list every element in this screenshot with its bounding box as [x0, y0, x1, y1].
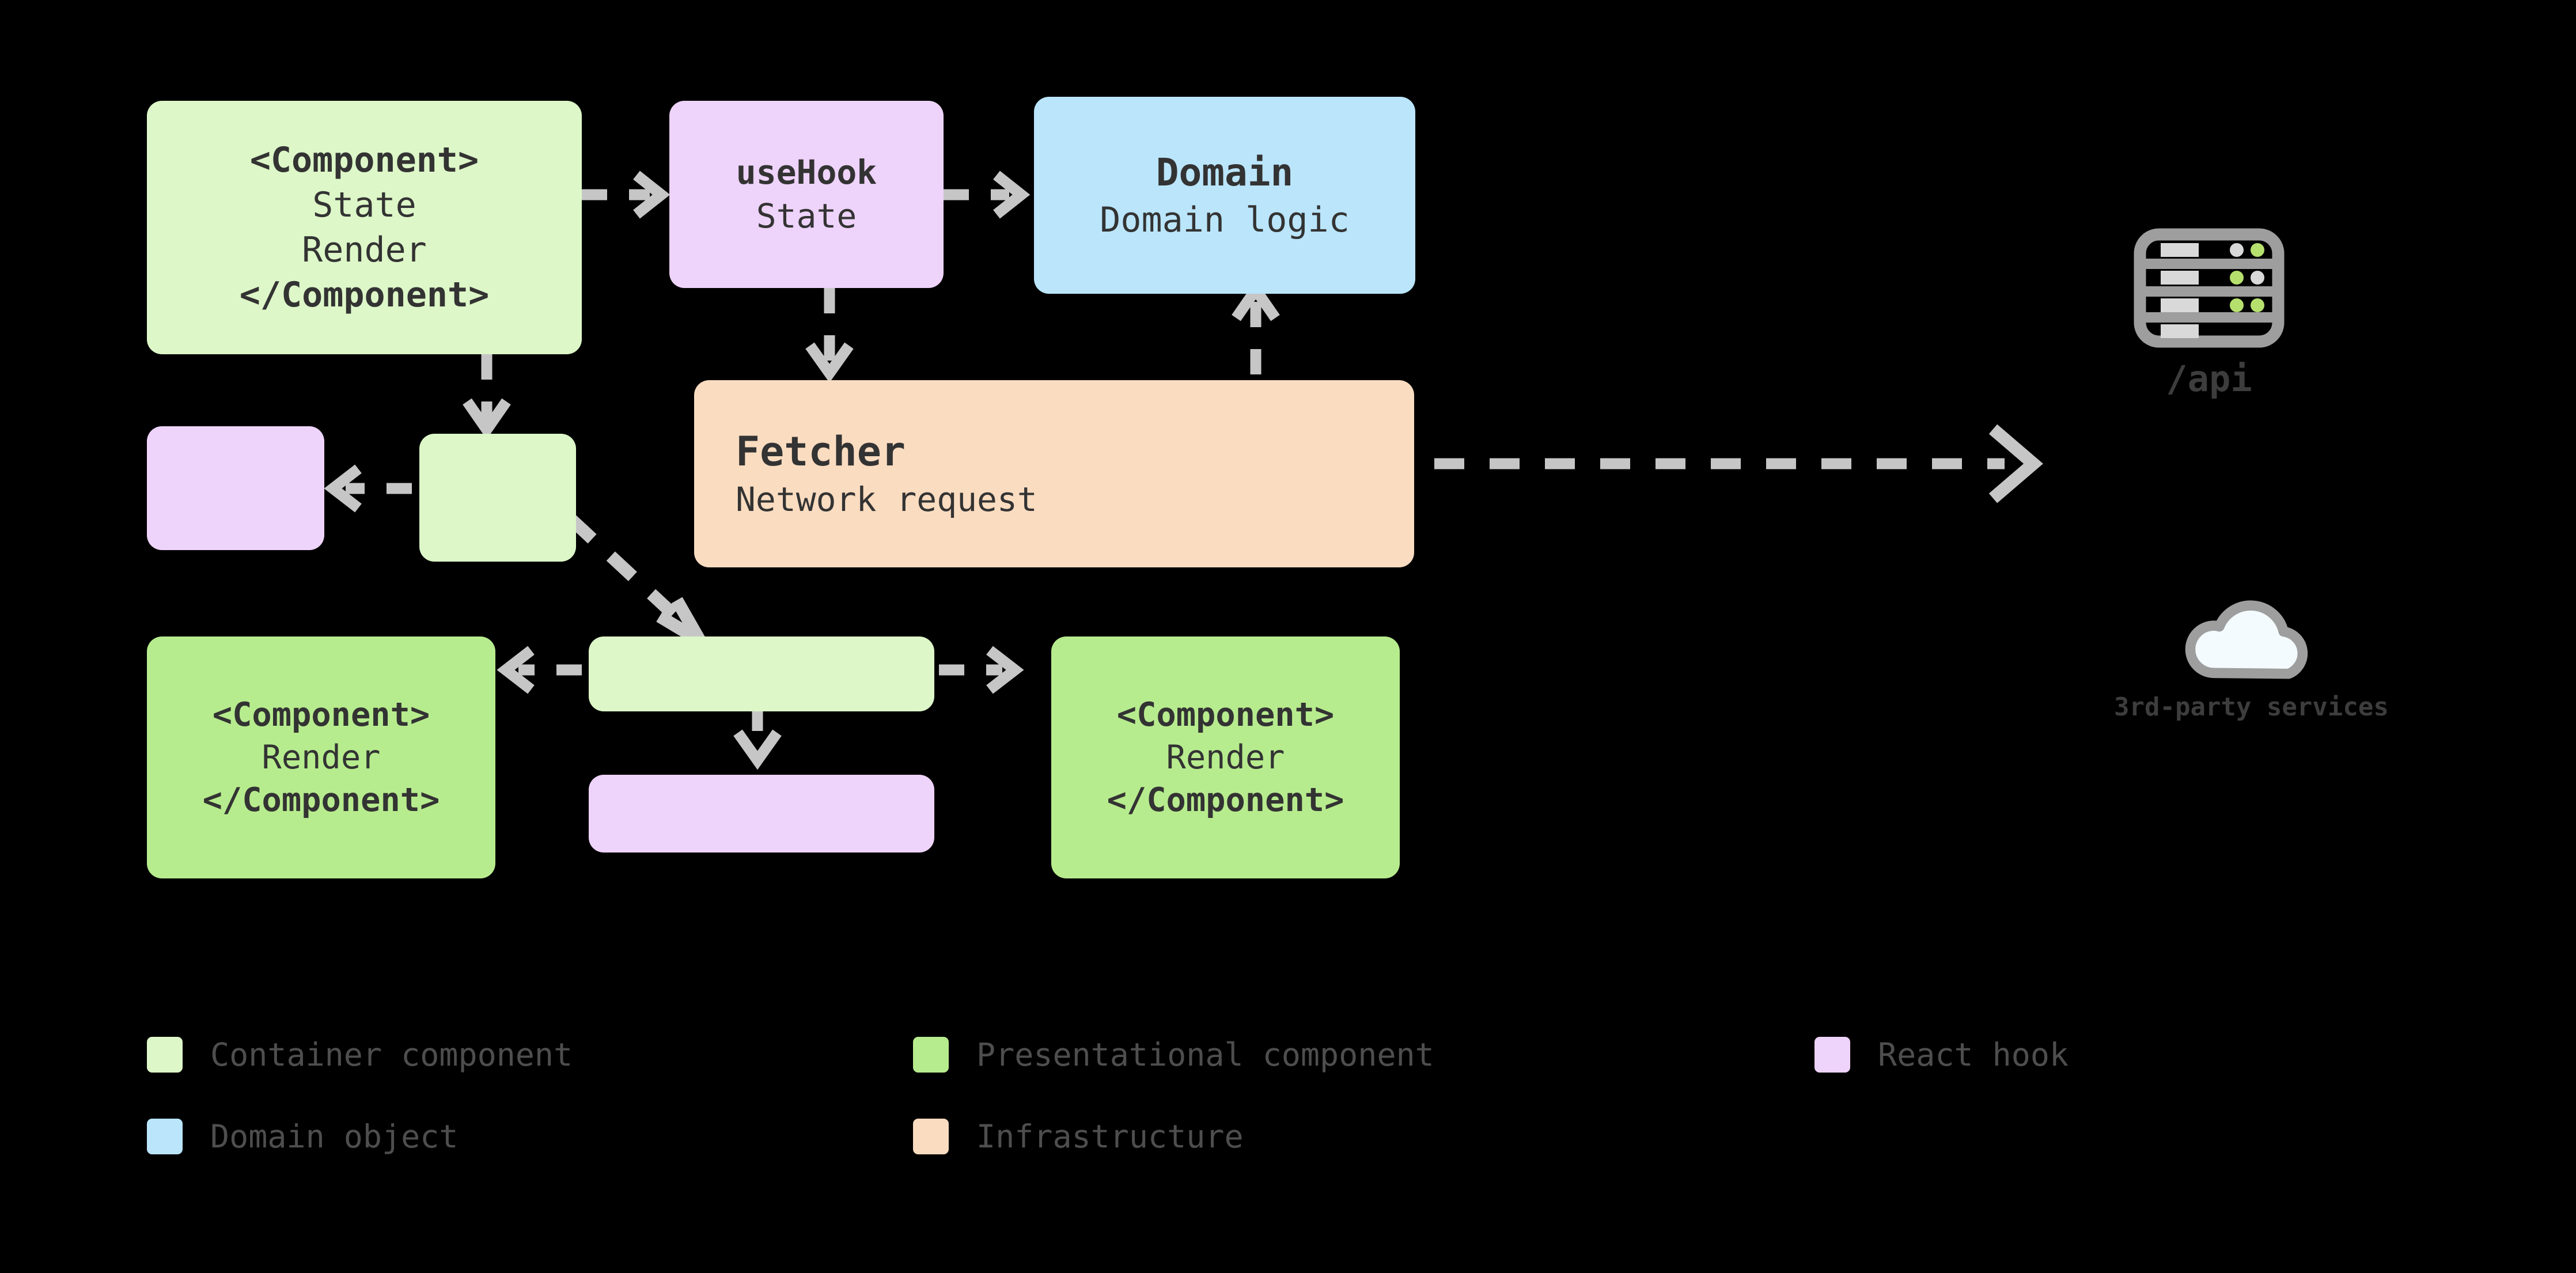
node-use-hook[interactable]: useHook State: [669, 101, 944, 288]
node-react-hook-bottom[interactable]: [589, 775, 934, 853]
node-line-state: State: [312, 185, 416, 225]
node-container-component-mid[interactable]: [419, 434, 576, 562]
node-line-close: </Component>: [239, 275, 490, 315]
node-line-state: State: [756, 196, 857, 236]
legend-item-infrastructure[interactable]: Infrastructure: [913, 1118, 1814, 1155]
node-line-close: </Component>: [1107, 781, 1344, 820]
node-title: Domain: [1156, 150, 1294, 195]
node-container-component-bottom[interactable]: [589, 636, 934, 711]
legend-item-react-hook[interactable]: React hook: [1814, 1036, 2333, 1073]
legend-label: Infrastructure: [976, 1118, 1244, 1155]
node-title: <Component>: [249, 140, 479, 180]
legend-swatch: [147, 1119, 183, 1154]
node-react-hook-mid[interactable]: [147, 426, 324, 550]
legend-item-empty: [1814, 1119, 2333, 1154]
node-line-render: Render: [1166, 738, 1285, 776]
server-icon: [2134, 228, 2285, 348]
legend-item-presentational-component[interactable]: Presentational component: [913, 1036, 1814, 1073]
legend-label: Presentational component: [976, 1036, 1434, 1073]
legend-row: Container component Presentational compo…: [147, 1014, 2393, 1096]
arrow-small-container-to-bottom-container: [566, 513, 699, 639]
node-presentational-component-right[interactable]: <Component> Render </Component>: [1051, 636, 1400, 878]
cloud-icon: [2185, 600, 2308, 679]
node-domain-object[interactable]: Domain Domain logic: [1034, 97, 1415, 294]
node-fetcher[interactable]: Fetcher Network request: [694, 380, 1414, 567]
legend-swatch: [913, 1037, 949, 1073]
node-line-network-request: Network request: [736, 480, 1037, 520]
node-line-render: Render: [262, 738, 381, 776]
node-title: <Component>: [1116, 695, 1335, 734]
legend-label: React hook: [1878, 1036, 2069, 1073]
node-line-close: </Component>: [202, 781, 440, 820]
legend-swatch: [147, 1037, 183, 1073]
legend-item-container-component[interactable]: Container component: [147, 1036, 913, 1073]
node-title: useHook: [736, 153, 877, 192]
third-party-label: 3rd-party services: [2114, 692, 2389, 722]
legend-label: Domain object: [210, 1118, 459, 1155]
node-presentational-component-left[interactable]: <Component> Render </Component>: [147, 636, 495, 878]
legend: Container component Presentational compo…: [147, 1014, 2393, 1177]
legend-label: Container component: [210, 1036, 573, 1073]
legend-swatch: [913, 1119, 949, 1154]
node-title: Fetcher: [736, 428, 906, 476]
node-line-domain-logic: Domain logic: [1100, 199, 1350, 240]
node-container-component-top[interactable]: <Component> State Render </Component>: [147, 101, 582, 354]
external-third-party[interactable]: 3rd-party services: [2114, 582, 2389, 722]
node-title: <Component>: [212, 695, 430, 734]
legend-row: Domain object Infrastructure: [147, 1096, 2393, 1177]
external-api[interactable]: /api: [2131, 228, 2287, 400]
legend-swatch: [1814, 1037, 1850, 1073]
legend-item-domain-object[interactable]: Domain object: [147, 1118, 913, 1155]
api-label: /api: [2166, 358, 2252, 400]
node-line-render: Render: [302, 230, 427, 270]
